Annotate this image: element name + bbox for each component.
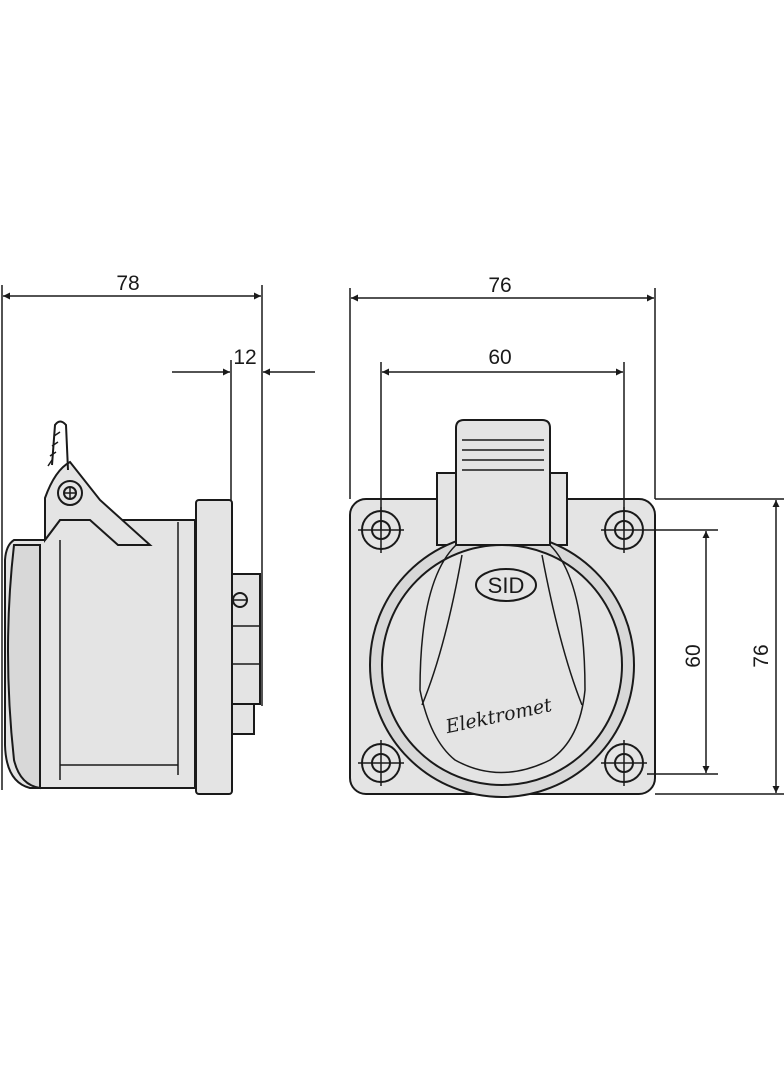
dim-front-width-label: 76 <box>488 274 511 297</box>
front-view: SID Elektromet <box>349 274 784 798</box>
side-cover <box>7 544 41 790</box>
side-flange <box>195 499 233 795</box>
dim-front-height-label: 76 <box>750 644 773 667</box>
side-lid <box>44 460 153 546</box>
side-body <box>4 519 196 789</box>
front-lid-tab <box>455 419 551 546</box>
side-hinge-screw-icon <box>57 480 83 506</box>
dim-front-vertical-spacing-label: 60 <box>682 644 705 667</box>
front-lid-curve-right <box>541 554 583 706</box>
side-view: 78 12 <box>1 272 315 795</box>
front-logo: SID <box>488 573 525 598</box>
mounting-hole-icon <box>601 740 647 786</box>
side-lid-ribs <box>47 431 61 467</box>
mounting-hole-icon <box>358 740 404 786</box>
front-lid-curve-left <box>421 554 463 706</box>
side-lid-latch <box>51 420 69 471</box>
front-lid-outline <box>419 544 586 774</box>
dim-side-flange-label: 12 <box>233 346 256 369</box>
front-logo-oval <box>475 568 537 602</box>
dim-side-width-label: 78 <box>116 272 139 295</box>
side-terminal-screw-icon <box>232 592 248 608</box>
side-rear-terminal-bottom <box>231 703 255 735</box>
dim-front-hole-spacing-label: 60 <box>488 346 511 369</box>
